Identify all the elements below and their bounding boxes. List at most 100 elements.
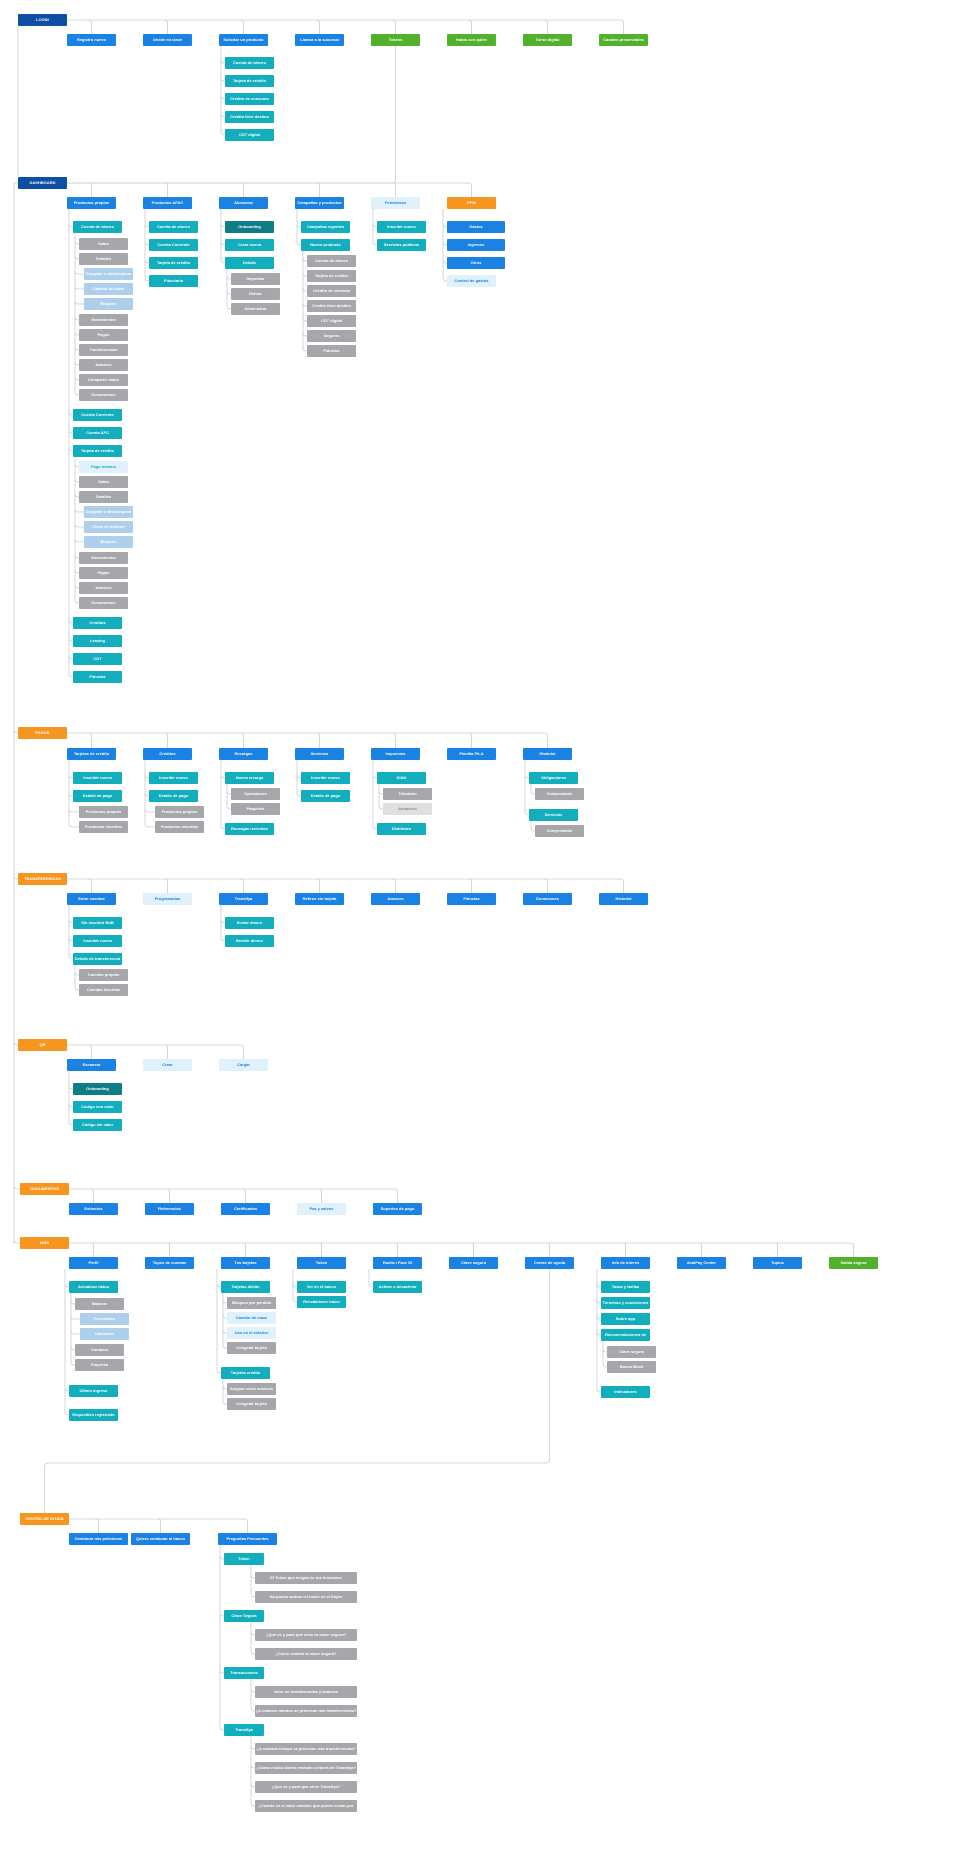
node-m9: AvalPay Center — [677, 1257, 726, 1269]
node-p2d: Productos inscritos — [155, 821, 204, 833]
node-m8b: Términos y condiciones — [601, 1297, 650, 1309]
node-m11: Salida segura — [829, 1257, 878, 1269]
node-d3c1: Depositar — [231, 273, 280, 285]
node-d3c: Detalle — [225, 257, 274, 269]
node-pag: PAGOS — [18, 727, 67, 739]
node-l6: Habla con quién — [447, 34, 496, 46]
node-m7: Centro de ayuda — [525, 1257, 574, 1269]
connector-p2c — [144, 808, 155, 813]
node-q1a: Onboarding — [73, 1083, 122, 1095]
node-m3a2: Cambio de clave — [227, 1312, 276, 1324]
node-m6: Clave segura — [449, 1257, 498, 1269]
node-t1b: Inscribir nueva — [73, 935, 122, 947]
connector-d4b2 — [302, 272, 307, 277]
connector-d1d4 — [74, 508, 84, 513]
connector-l3c — [220, 95, 225, 100]
node-p6: Planilla PILA — [447, 748, 496, 760]
connector-p3a — [220, 774, 225, 779]
connector-t4 — [316, 878, 320, 893]
node-d1h: Fiducias — [73, 671, 122, 683]
connector-m4b — [292, 1298, 297, 1303]
node-d2c: Tarjeta de crédito — [149, 257, 198, 269]
node-m1c: Dispositivo registrado — [69, 1409, 118, 1421]
connector-m8a — [596, 1283, 601, 1288]
node-t6: Fiducias — [447, 893, 496, 905]
node-m5: Huella / Face ID — [373, 1257, 422, 1269]
node-p2b: Detalle de pago — [149, 790, 198, 802]
node-d2b: Cuenta Corriente — [149, 239, 198, 251]
node-d6a: Gastos — [447, 221, 505, 233]
node-t8: Historial — [599, 893, 648, 905]
node-d1c: Cuenta AFC — [73, 427, 122, 439]
connector-d1d5 — [74, 523, 84, 528]
connector-p4 — [316, 732, 320, 748]
connector-d2b — [144, 241, 149, 246]
connector-d3a — [220, 223, 225, 228]
connector-p6 — [468, 732, 472, 748]
connector-p7b1 — [530, 827, 535, 832]
connector-m3b2 — [222, 1400, 227, 1405]
node-d4b5: CDT digital — [307, 315, 356, 327]
connector-d4b3 — [302, 287, 307, 292]
connector-a3d3 — [250, 1783, 255, 1788]
connector-a3c1 — [250, 1688, 255, 1693]
node-t1c: Detalle de transferencia — [73, 953, 122, 965]
connector-p1b — [68, 792, 73, 797]
connector-m3b1 — [222, 1385, 227, 1390]
node-t4: Retiros sin tarjeta — [295, 893, 344, 905]
node-l3e: CDT digital — [225, 129, 274, 141]
node-d5: Pendientes — [371, 197, 420, 209]
node-m8a: Tasas y tarifas — [601, 1281, 650, 1293]
connector-p1 — [88, 732, 92, 748]
node-m3a: Tarjetas débito — [221, 1281, 270, 1293]
connector-p2d — [144, 823, 155, 828]
connector-d3b — [220, 241, 225, 246]
connector-d1g — [68, 655, 73, 660]
connector-a2 — [157, 1518, 161, 1533]
node-l3: Solicitar un producto — [219, 34, 268, 46]
node-p7b1: Comprobante — [535, 825, 584, 837]
connector-a3d — [219, 1726, 224, 1731]
node-d1d4: Congelar o desbloquear — [84, 506, 133, 518]
node-d1a7: Pagos — [79, 329, 128, 341]
node-d1b: Cuenta Corriente — [73, 409, 122, 421]
node-dc3: Certificados — [221, 1203, 270, 1215]
node-p7b: Servicios — [529, 809, 578, 821]
connector-d2c — [144, 259, 149, 264]
connector-d3c — [220, 259, 225, 264]
connector-bus-ayu — [69, 1518, 248, 1523]
node-m3a3: Uso en el exterior — [227, 1327, 276, 1339]
node-d1g: CDT — [73, 653, 122, 665]
connector-d1d8 — [74, 569, 79, 574]
node-t1a: Sin inscribir BdB — [73, 917, 122, 929]
connector-m1a3 — [70, 1330, 80, 1335]
node-t3b: Recibir dinero — [225, 935, 274, 947]
connector-m9 — [698, 1242, 702, 1257]
node-d4b3: Crédito de vivienda — [307, 285, 356, 297]
node-t3: Transfiya — [219, 893, 268, 905]
connector-d1a3 — [74, 270, 84, 275]
connector-d1a10 — [74, 376, 79, 381]
node-d5b: Servicios públicos — [377, 239, 426, 251]
connector-p4a — [296, 774, 301, 779]
node-d6d: Control de gastos — [447, 275, 496, 287]
connector-p2 — [164, 732, 168, 748]
node-l7: Turno digital — [523, 34, 572, 46]
node-a3b: Clave Segura — [224, 1610, 264, 1622]
connector-p5b — [372, 825, 377, 830]
connector-m4 — [318, 1242, 322, 1257]
connector-t3b — [220, 937, 225, 942]
connector-p3b — [220, 825, 225, 830]
connector-d1d — [68, 447, 73, 452]
connector-d1a2 — [74, 255, 79, 260]
connector-a3a — [219, 1555, 224, 1560]
node-d1e: Créditos — [73, 617, 122, 629]
connector-m8d1 — [602, 1348, 607, 1353]
node-a3d: Transfiya — [224, 1724, 264, 1736]
connector-d4b5 — [302, 317, 307, 322]
node-l3b: Tarjeta de crédito — [225, 75, 274, 87]
connector-a3d4 — [250, 1802, 255, 1807]
connector-p5 — [392, 732, 396, 748]
connector-t1c — [68, 955, 73, 960]
